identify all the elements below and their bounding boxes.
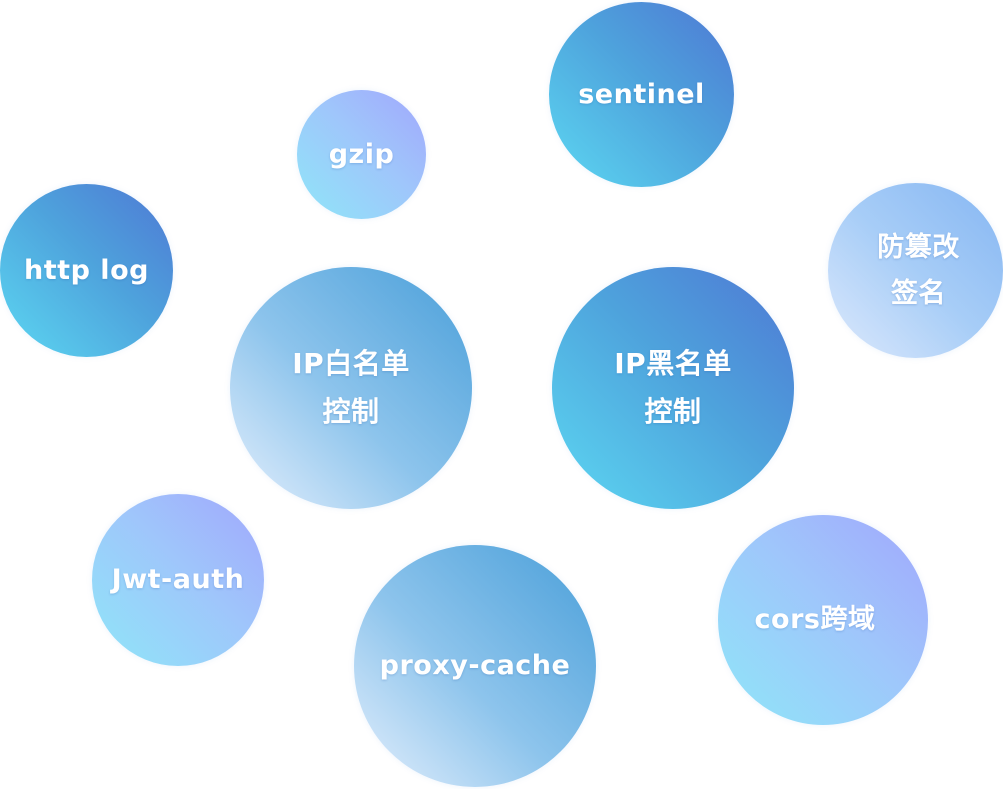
bubble-sentinel[interactable]: sentinel <box>549 2 734 187</box>
bubble-label-http-log: http log <box>24 254 149 286</box>
bubble-label-jwt-auth: Jwt-auth <box>111 564 245 596</box>
bubble-gzip[interactable]: gzip <box>297 90 426 219</box>
bubble-label-sentinel: sentinel <box>578 78 705 110</box>
bubble-label-cors: cors跨域 <box>754 604 876 636</box>
bubble-http-log[interactable]: http log <box>0 184 173 357</box>
bubble-label-ip-whitelist: IP白名单 控制 <box>292 347 410 428</box>
bubble-cors[interactable]: cors跨域 <box>718 515 928 725</box>
bubble-ip-blacklist[interactable]: IP黑名单 控制 <box>552 267 794 509</box>
bubble-tamper-proof-signature[interactable]: 防篡改 签名 <box>828 183 1003 358</box>
bubble-ip-whitelist[interactable]: IP白名单 控制 <box>230 267 472 509</box>
bubble-jwt-auth[interactable]: Jwt-auth <box>92 494 264 666</box>
bubble-label-tamper-proof-signature: 防篡改 签名 <box>877 231 960 309</box>
bubble-label-ip-blacklist: IP黑名单 控制 <box>614 347 732 428</box>
bubble-label-gzip: gzip <box>328 138 395 170</box>
bubble-proxy-cache[interactable]: proxy-cache <box>354 545 596 787</box>
bubble-label-proxy-cache: proxy-cache <box>379 650 571 682</box>
